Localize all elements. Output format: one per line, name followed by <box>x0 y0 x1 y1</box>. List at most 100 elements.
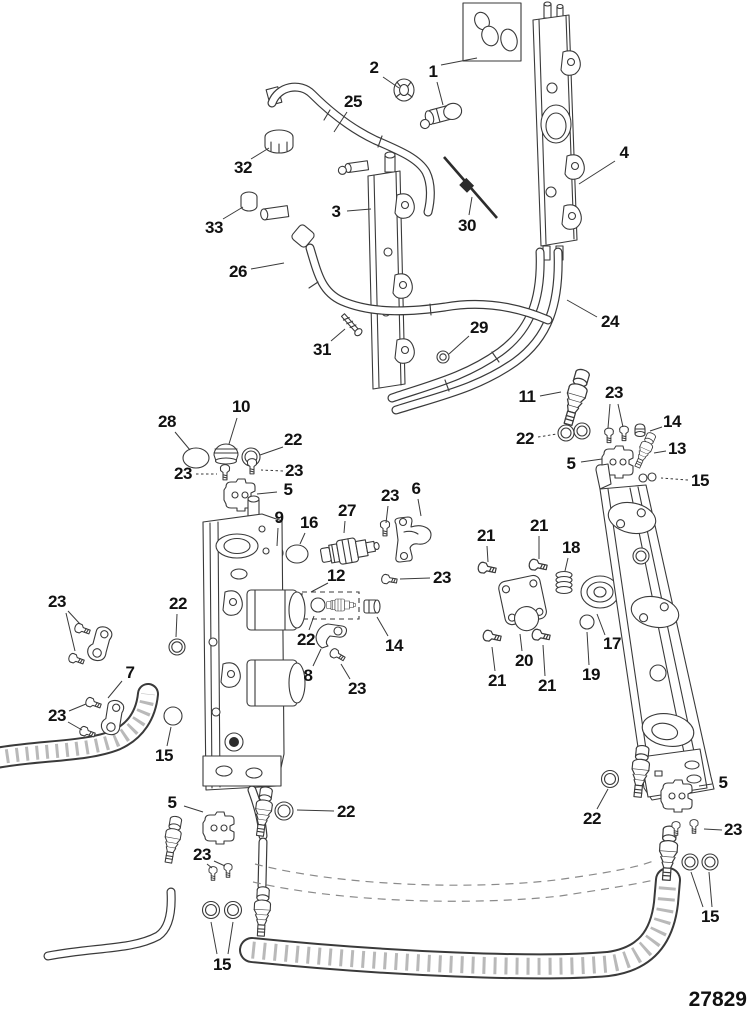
callout-label-15: 15 <box>691 471 709 490</box>
callout-label-3: 3 <box>331 202 341 221</box>
callout-label-22: 22 <box>169 594 187 613</box>
leader-line-22 <box>259 446 284 456</box>
leader-line-15 <box>227 921 234 955</box>
nut-14-right <box>634 423 646 438</box>
callout-label-30: 30 <box>458 216 476 235</box>
callout-label-5: 5 <box>167 793 177 812</box>
fuel-hose-long-dashed <box>252 859 663 902</box>
oring-22-bottom-center <box>274 801 294 821</box>
leader-line-14 <box>649 426 663 432</box>
leader-line-23 <box>213 860 226 867</box>
callout-label-23: 23 <box>605 383 623 402</box>
oring-28 <box>182 447 210 469</box>
callout-label-16: 16 <box>300 513 318 532</box>
cap-32 <box>264 129 294 154</box>
leader-line-19 <box>586 631 590 666</box>
callout-label-28: 28 <box>158 412 176 431</box>
leader-line-23 <box>65 612 76 652</box>
leader-line-22 <box>175 613 178 638</box>
leader-line-15 <box>210 921 218 955</box>
fuel-hose-26 <box>260 205 553 325</box>
leader-line-23 <box>399 577 431 580</box>
leader-line-16 <box>299 532 306 545</box>
callout-label-21: 21 <box>530 516 548 535</box>
screw-31 <box>340 313 363 337</box>
leader-line-8 <box>312 648 322 667</box>
cable-tie-30 <box>443 156 498 219</box>
leader-line-21 <box>486 545 489 563</box>
callout-label-15: 15 <box>213 955 231 974</box>
callout-label-8: 8 <box>303 666 313 685</box>
leader-line-1 <box>436 81 444 106</box>
callout-label-23: 23 <box>381 486 399 505</box>
leader-lines <box>65 57 723 955</box>
callout-label-21: 21 <box>477 526 495 545</box>
leader-line-23 <box>67 610 81 625</box>
leader-line-23 <box>68 703 87 712</box>
leader-line-9 <box>276 527 279 547</box>
callout-label-22: 22 <box>284 430 302 449</box>
leader-line-32 <box>250 147 270 160</box>
leader-line-23 <box>703 828 723 831</box>
callout-label-25: 25 <box>344 92 362 111</box>
leader-line-17 <box>596 613 606 636</box>
seal-washer-2 <box>393 78 415 102</box>
callout-label-21: 21 <box>538 676 556 695</box>
leader-line-15 <box>690 871 704 908</box>
oring-22-bottom-right <box>600 769 620 789</box>
callout-label-22: 22 <box>583 809 601 828</box>
leader-line-21 <box>491 646 496 672</box>
callout-label-5: 5 <box>566 454 576 473</box>
leader-line-15 <box>660 477 689 481</box>
orings-15-bottom-right <box>681 853 719 871</box>
callout-label-5: 5 <box>283 480 293 499</box>
callout-label-6: 6 <box>411 479 421 498</box>
leader-line-15 <box>708 871 713 908</box>
leader-line-5 <box>183 805 204 813</box>
regulator-cover-20 <box>498 574 547 632</box>
callout-label-17: 17 <box>603 634 621 653</box>
callout-label-33: 33 <box>205 218 223 237</box>
fuel-rail-starboard-bottom <box>595 463 715 801</box>
callout-label-22: 22 <box>297 630 315 649</box>
plug-14-center <box>363 599 381 614</box>
callout-label-20: 20 <box>515 651 533 670</box>
leader-line-10 <box>228 417 238 445</box>
callout-label-12: 12 <box>327 566 345 585</box>
leader-line-22 <box>537 433 558 438</box>
callout-label-22: 22 <box>337 802 355 821</box>
callout-label-11: 11 <box>518 387 536 406</box>
callout-label-9: 9 <box>274 508 284 527</box>
leader-line-23 <box>260 469 284 472</box>
cap-10 <box>213 443 239 465</box>
clip-8 <box>315 623 348 649</box>
callout-label-22: 22 <box>516 429 534 448</box>
leader-line-2 <box>382 76 400 89</box>
callout-label-23: 23 <box>48 592 66 611</box>
leader-line-15 <box>166 726 172 747</box>
plug-33 <box>240 191 258 212</box>
leader-line-3 <box>346 208 372 212</box>
leader-line-24 <box>566 299 598 318</box>
leader-line-21 <box>542 644 546 677</box>
leader-line-25 <box>333 111 348 133</box>
oring-19 <box>579 614 595 630</box>
fuel-hose-25 <box>265 82 435 217</box>
braided-hose-left <box>0 683 159 769</box>
callout-label-21: 21 <box>488 671 506 690</box>
callout-label-24: 24 <box>601 312 619 331</box>
callout-label-23: 23 <box>174 464 192 483</box>
leader-line-23 <box>607 403 611 429</box>
callout-label-31: 31 <box>313 340 331 359</box>
callout-label-14: 14 <box>385 636 403 655</box>
callout-label-7: 7 <box>125 663 135 682</box>
callout-label-23: 23 <box>285 461 303 480</box>
leader-line-23 <box>206 863 213 869</box>
callout-label-29: 29 <box>470 318 488 337</box>
callout-label-1: 1 <box>428 62 438 81</box>
leader-line-28 <box>174 431 191 451</box>
fuel-hose-lower-left <box>43 887 176 961</box>
fitting-1 <box>419 102 463 130</box>
callout-label-13: 13 <box>668 439 686 458</box>
